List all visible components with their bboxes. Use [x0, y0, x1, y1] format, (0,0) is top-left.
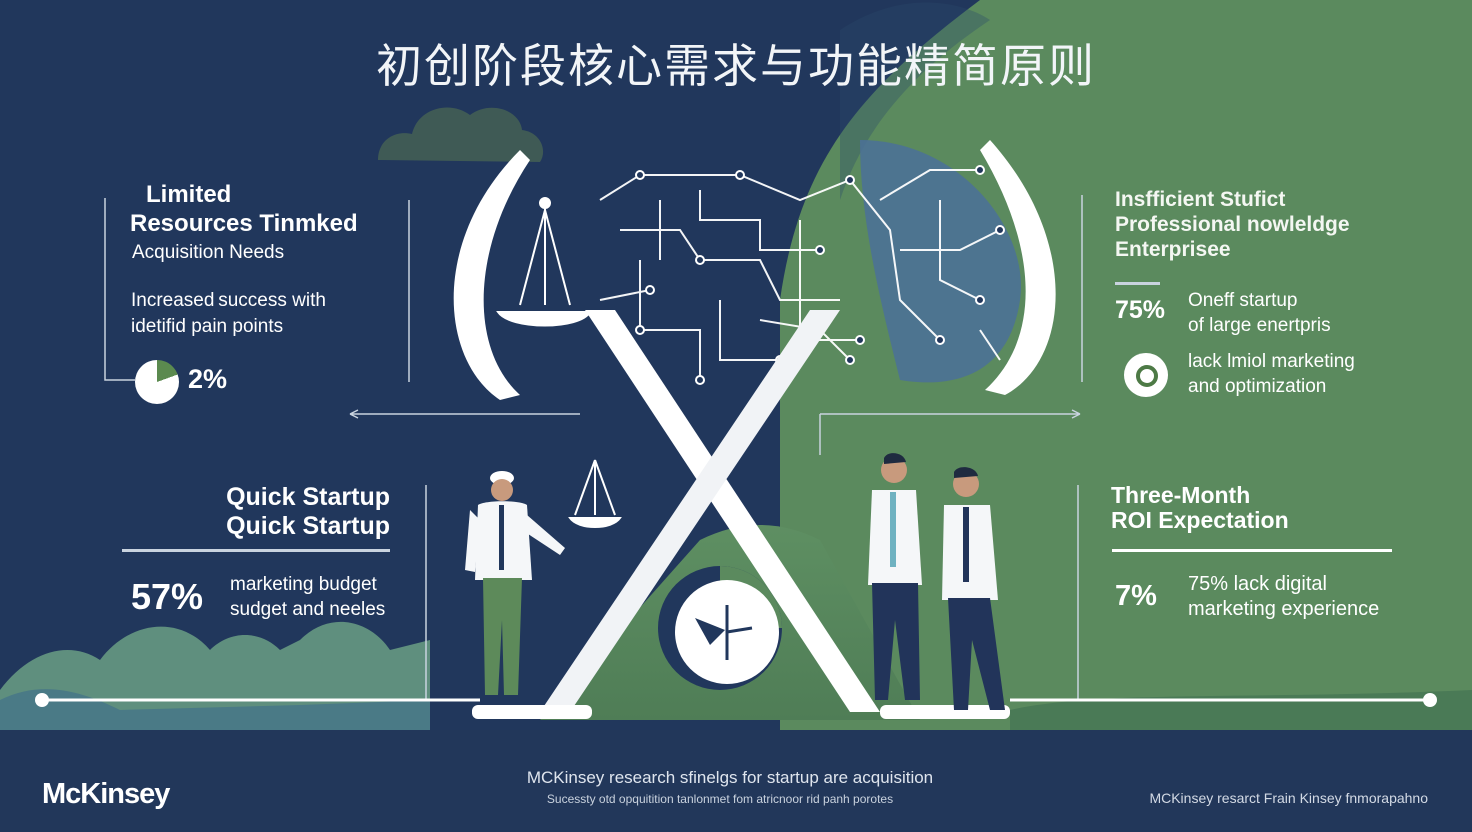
right-top-stat: 75%	[1115, 296, 1166, 324]
right-top-body-line1: Oneff startup	[1188, 290, 1298, 311]
right-top-body: Oneff startup of large enertpris	[1188, 288, 1331, 338]
clock-icon	[658, 566, 782, 690]
right-top-heading: Insfficient Stufict Professional nowleld…	[1115, 187, 1350, 262]
divider-left-bottom	[122, 549, 390, 552]
footer-source-line: MCKinsey research sfinelgs for startup a…	[526, 768, 934, 787]
left-bracket	[453, 150, 530, 400]
left-top-subheading: Acquisition Needs	[132, 242, 285, 263]
left-top-heading-line2: Resources Tinmked	[130, 210, 358, 237]
right-bracket	[980, 140, 1056, 395]
page-title: 初创阶段核心需求与功能精简原则	[376, 39, 1096, 93]
left-bottom-heading-line2: Quick Startup	[226, 512, 390, 540]
left-top-heading: Limited Resources Tinmked Acquisition Ne…	[130, 180, 358, 267]
left-bottom-body: marketing budget sudget and neeles	[230, 572, 385, 622]
right-top-body-line2: of large enertpris	[1188, 315, 1331, 336]
circuit-nodes	[635, 165, 1005, 385]
right-bottom-heading: Three-Month ROI Expectation	[1111, 483, 1289, 533]
right-top-body2-line2: and optimization	[1188, 376, 1327, 397]
right-bottom-heading-line2: ROI Expectation	[1111, 507, 1289, 533]
left-top-body-line1: Increased success with	[131, 290, 326, 311]
mckinsey-logo: McKinsey	[42, 778, 170, 810]
left-top-stat: 2%	[188, 364, 228, 394]
stat-accent-line	[1115, 282, 1160, 285]
left-bottom-body-line2: sudget and neeles	[230, 599, 386, 620]
left-top-body-line2: idetifid pain points	[131, 316, 284, 337]
hill-shadow	[840, 2, 990, 200]
right-top-heading-line3: Enterprisee	[1115, 238, 1231, 261]
x-shape	[472, 310, 1010, 719]
left-hills	[0, 621, 430, 730]
person-left	[465, 471, 565, 695]
left-bottom-heading: Quick Startup Quick Startup	[226, 483, 390, 541]
cloud-icon	[378, 107, 544, 162]
right-bottom-heading-line1: Three-Month	[1111, 482, 1251, 508]
right-bottom-stat: 7%	[1115, 580, 1157, 612]
right-top-body2-line1: lack lmiol marketing	[1188, 351, 1355, 372]
right-bottom-body-line1: 75% lack digital	[1188, 573, 1327, 595]
footer-band	[0, 730, 1472, 832]
person-right	[942, 467, 1005, 710]
left-top-body: Increased success with idetifid pain poi…	[131, 288, 326, 340]
footer-subline: Sucessty otd opquitition tanlonmet fom a…	[546, 792, 894, 806]
left-top-heading-line1: Limited	[146, 181, 232, 208]
target-icon	[1124, 353, 1168, 397]
timeline-bar	[35, 693, 1437, 707]
footer-credit: MCKinsey resarct Frain Kinsey fnmorapahn…	[1149, 790, 1428, 806]
right-top-heading-line2: Professional nowleldge	[1115, 213, 1350, 236]
right-top-body-2: lack lmiol marketing and optimization	[1188, 349, 1355, 399]
right-top-heading-line1: Insfficient Stufict	[1115, 188, 1286, 211]
left-bottom-body-line1: marketing budget	[230, 574, 377, 595]
small-scale-icon	[568, 459, 622, 528]
person-middle	[868, 453, 922, 700]
right-bottom-body-line2: marketing experience	[1188, 598, 1380, 620]
left-bottom-stat: 57%	[131, 576, 204, 617]
divider-lines	[104, 195, 1083, 700]
pie-chart-icon	[135, 360, 179, 404]
left-bottom-heading-line1: Quick Startup	[226, 483, 390, 511]
divider-right-bottom	[1112, 549, 1392, 552]
left-hills-front	[0, 689, 430, 730]
right-bottom-body: 75% lack digital marketing experience	[1188, 572, 1379, 622]
